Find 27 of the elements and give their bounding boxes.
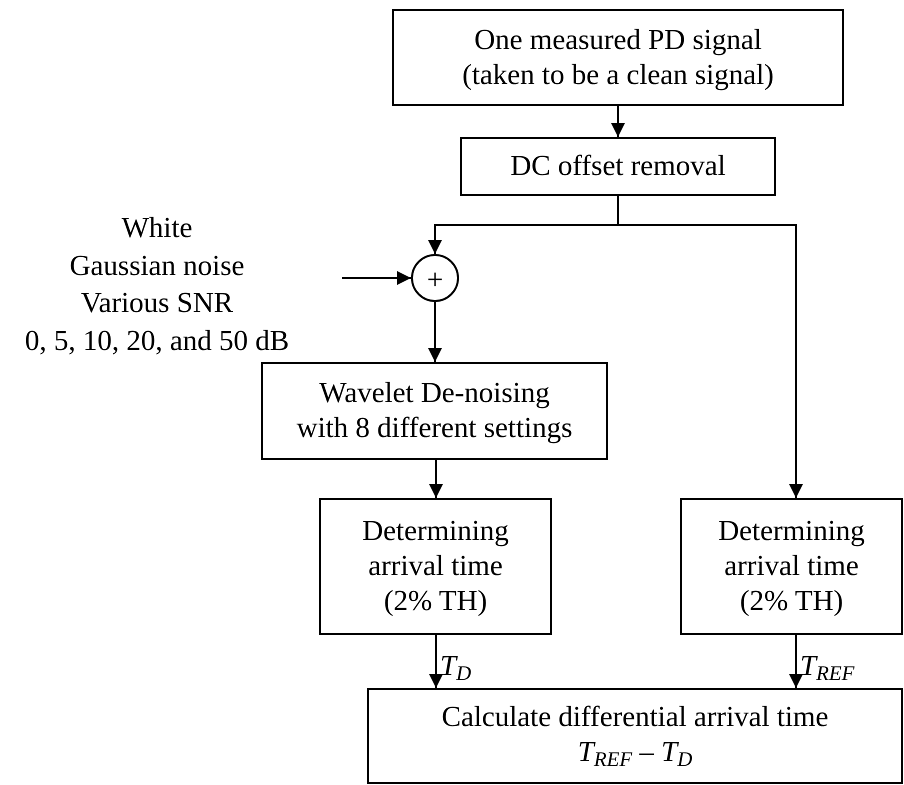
edge-label: T$_{REF}$ — [800, 652, 854, 684]
box-text: Calculate differential arrival time — [440, 700, 830, 735]
arrow — [429, 635, 443, 688]
arrow — [611, 106, 625, 137]
annotation-text: Various SNR — [80, 286, 234, 321]
plus-sign: + — [426, 262, 444, 298]
arrow — [789, 635, 803, 688]
arrow — [342, 271, 411, 285]
process-box — [392, 9, 844, 106]
box-text: Determining arrival time (2% TH) — [361, 514, 510, 619]
box-text: DC offset removal — [509, 149, 727, 184]
annotation-text: 0, 5, 10, 20, and 50 dB — [24, 324, 290, 359]
process-box — [367, 688, 903, 784]
box-text: Determining arrival time (2% TH) — [717, 514, 866, 619]
edge-label: T$_{D}$ — [440, 652, 472, 684]
box-text: One measured PD signal (taken to be a clean signal) — [461, 22, 775, 92]
summing-junction — [411, 254, 459, 302]
process-box — [319, 498, 552, 635]
arrow — [429, 460, 443, 498]
box-text: Wavelet De-noising with 8 different settings — [296, 376, 574, 446]
box-text: T$_{REF}$ – T$_{D}$ — [576, 734, 694, 772]
arrow — [428, 302, 442, 362]
process-box — [460, 137, 776, 196]
process-box — [680, 498, 903, 635]
process-box — [261, 362, 608, 460]
annotation-text: Gaussian noise — [68, 249, 246, 284]
annotation-text: White — [120, 211, 194, 246]
